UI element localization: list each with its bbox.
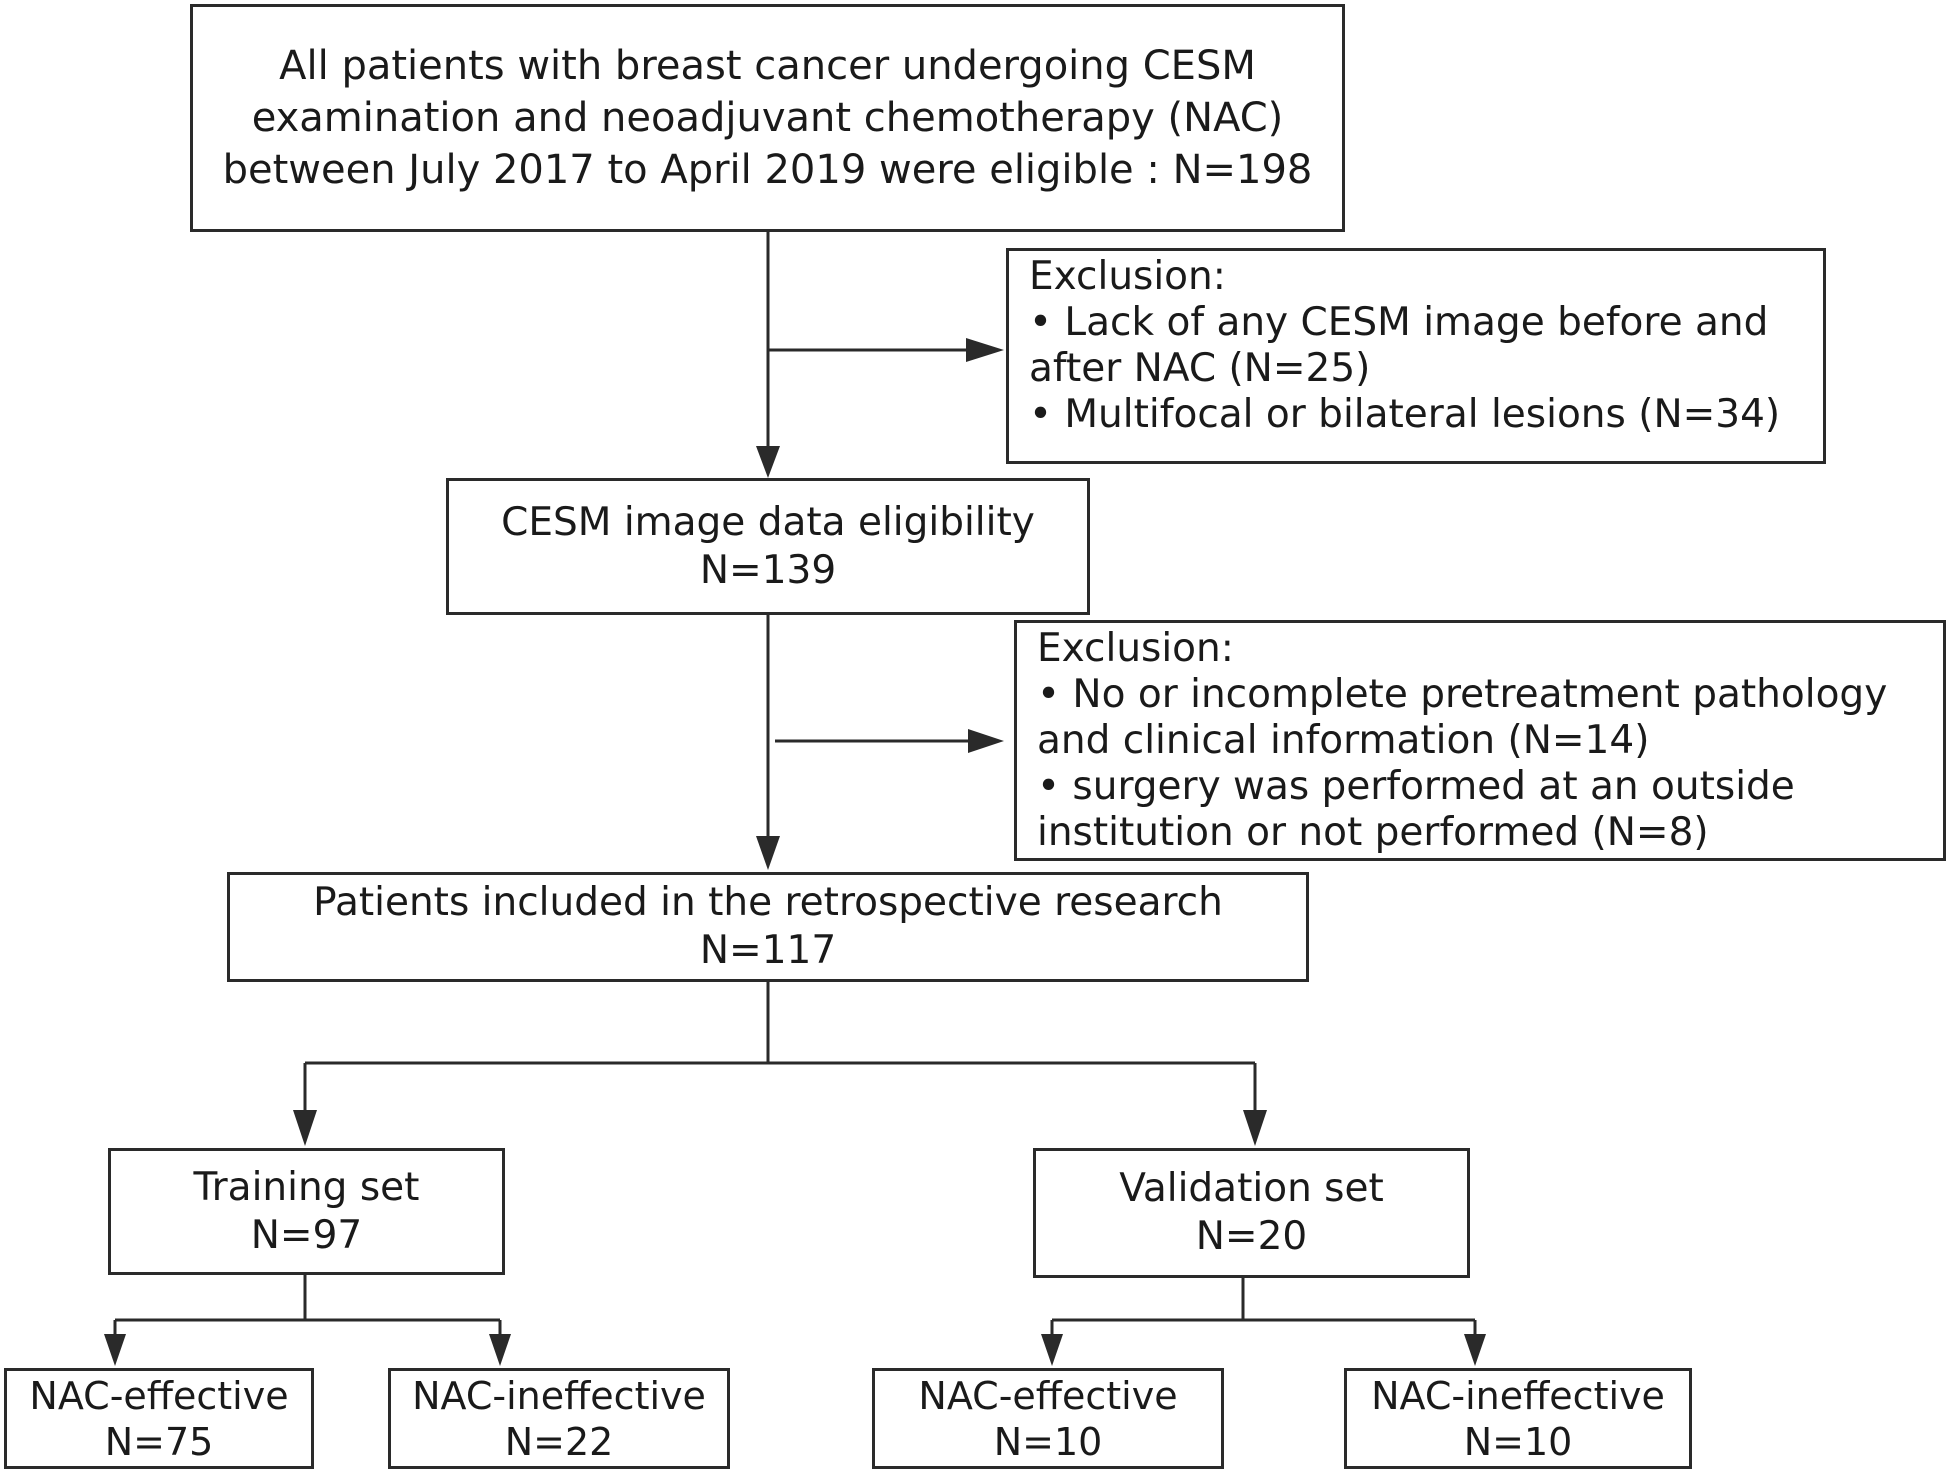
arrowhead-exclusion1 bbox=[966, 338, 1004, 362]
validation-count: N=20 bbox=[1195, 1214, 1308, 1259]
training-count: N=97 bbox=[250, 1212, 363, 1258]
training-nac-ineffective-box: NAC-ineffective N=22 bbox=[388, 1368, 730, 1469]
training-title: Training set bbox=[193, 1164, 420, 1210]
eligible-line-1: All patients with breast cancer undergoi… bbox=[279, 43, 1256, 89]
included-title: Patients included in the retrospective r… bbox=[313, 880, 1223, 925]
cesm-eligibility-box: CESM image data eligibility N=139 bbox=[446, 478, 1090, 615]
val-ineffective-count: N=10 bbox=[1463, 1419, 1573, 1464]
arrowhead-training bbox=[293, 1110, 317, 1146]
arrowhead-val-effective bbox=[1041, 1334, 1063, 1366]
train-effective-label: NAC-effective bbox=[29, 1373, 289, 1418]
included-patients-box: Patients included in the retrospective r… bbox=[227, 872, 1309, 982]
eligible-line-2: examination and neoadjuvant chemotherapy… bbox=[251, 95, 1284, 141]
exclusion2-item-1a: • No or incomplete pretreatment patholog… bbox=[1037, 672, 1888, 717]
train-ineffective-count: N=22 bbox=[504, 1419, 614, 1464]
exclusion1-item-1a: • Lack of any CESM image before and bbox=[1029, 300, 1769, 345]
arrowhead-train-effective bbox=[104, 1334, 126, 1366]
arrowhead-exclusion2 bbox=[968, 729, 1004, 753]
eligible-line-3: between July 2017 to April 2019 were eli… bbox=[222, 147, 1313, 193]
validation-nac-ineffective-box: NAC-ineffective N=10 bbox=[1344, 1368, 1692, 1469]
cesm-eligibility-title: CESM image data eligibility bbox=[501, 499, 1035, 545]
exclusion-box-2: Exclusion: • No or incomplete pretreatme… bbox=[1014, 620, 1946, 861]
included-count: N=117 bbox=[699, 928, 837, 973]
eligible-population-box: All patients with breast cancer undergoi… bbox=[190, 4, 1345, 232]
arrowhead-included bbox=[756, 836, 780, 870]
cesm-eligibility-count: N=139 bbox=[699, 547, 837, 593]
arrowhead-validation bbox=[1243, 1110, 1267, 1146]
exclusion-box-1: Exclusion: • Lack of any CESM image befo… bbox=[1006, 248, 1826, 464]
arrowhead-train-ineffective bbox=[489, 1334, 511, 1366]
train-effective-count: N=75 bbox=[104, 1419, 214, 1464]
validation-set-box: Validation set N=20 bbox=[1033, 1148, 1470, 1278]
training-nac-effective-box: NAC-effective N=75 bbox=[4, 1368, 314, 1469]
arrowhead-cesm bbox=[756, 446, 780, 478]
arrowhead-val-ineffective bbox=[1464, 1334, 1486, 1366]
validation-title: Validation set bbox=[1119, 1166, 1384, 1211]
val-ineffective-label: NAC-ineffective bbox=[1371, 1373, 1665, 1418]
exclusion1-item-2: • Multifocal or bilateral lesions (N=34) bbox=[1029, 392, 1781, 437]
training-set-box: Training set N=97 bbox=[108, 1148, 505, 1275]
val-effective-label: NAC-effective bbox=[918, 1373, 1178, 1418]
exclusion2-item-2a: • surgery was performed at an outside bbox=[1037, 764, 1795, 809]
validation-nac-effective-box: NAC-effective N=10 bbox=[872, 1368, 1224, 1469]
val-effective-count: N=10 bbox=[993, 1419, 1103, 1464]
train-ineffective-label: NAC-ineffective bbox=[412, 1373, 706, 1418]
exclusion2-heading: Exclusion: bbox=[1037, 626, 1234, 671]
exclusion2-item-1b: and clinical information (N=14) bbox=[1037, 718, 1650, 763]
exclusion2-item-2b: institution or not performed (N=8) bbox=[1037, 810, 1709, 855]
exclusion1-heading: Exclusion: bbox=[1029, 254, 1226, 299]
exclusion1-item-1b: after NAC (N=25) bbox=[1029, 346, 1371, 391]
